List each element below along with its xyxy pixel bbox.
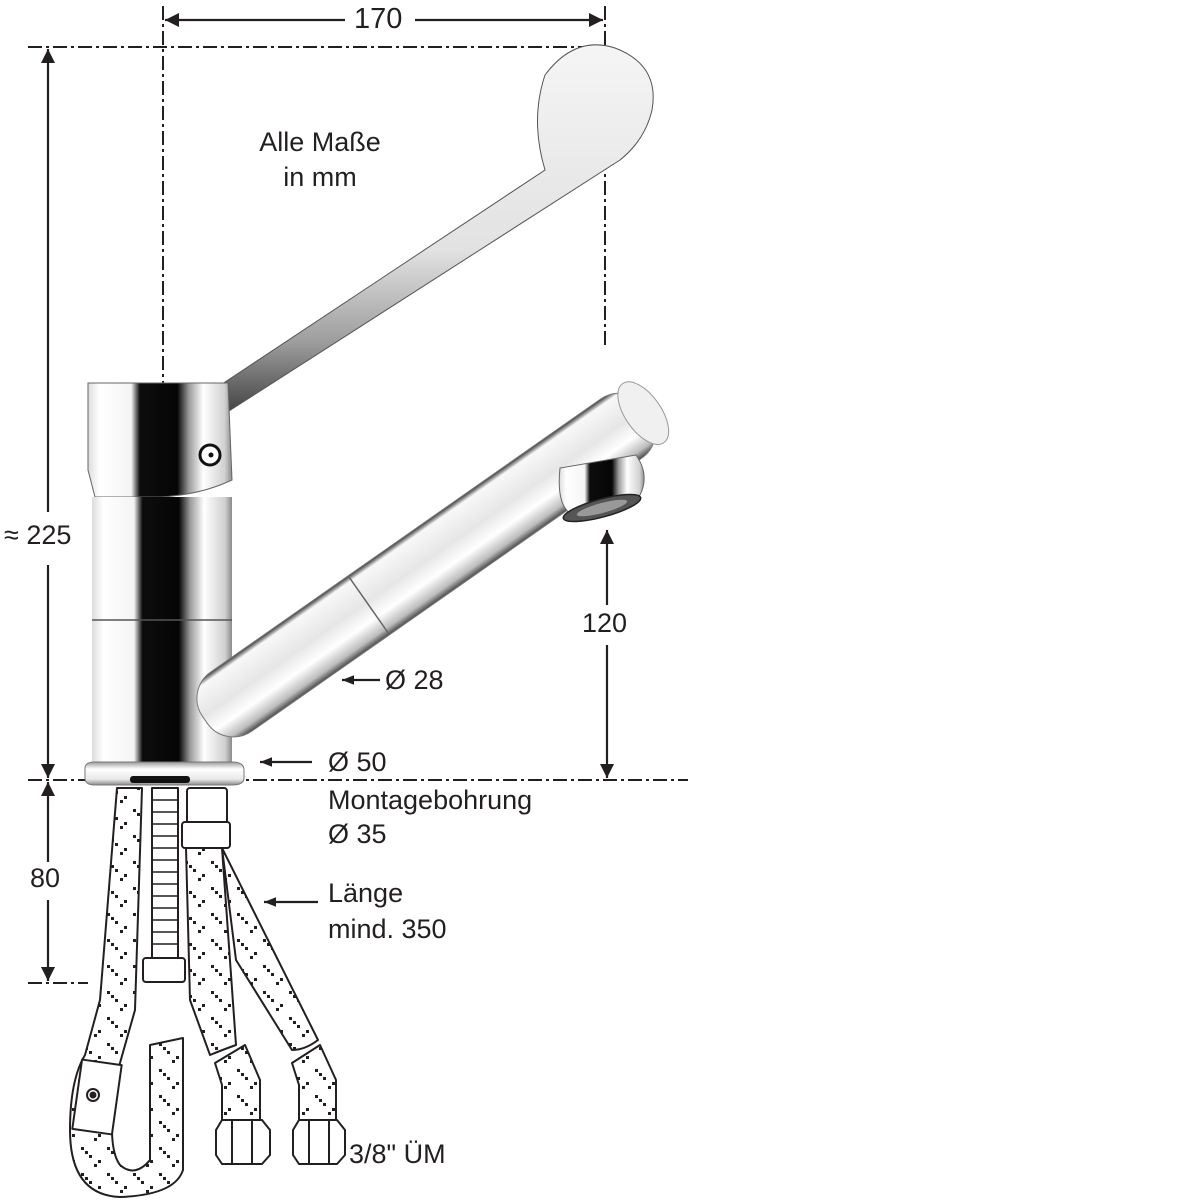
faucet-body: [84, 44, 670, 786]
shank-nut: [142, 957, 186, 983]
dimension-lever-reach: 170: [348, 4, 409, 35]
spout-end-cap: [617, 381, 670, 445]
hose-length-label: Länge: [328, 878, 404, 908]
body-upper: [92, 497, 232, 620]
units-note: Alle Maße in mm: [240, 127, 400, 193]
spout: [196, 381, 670, 738]
hex-nut-right: [292, 1119, 346, 1165]
dimension-spout-height: 120: [578, 608, 632, 639]
hose-length-value: mind. 350: [328, 914, 447, 944]
dimension-shank-length: 80: [26, 863, 65, 894]
units-note-line2: in mm: [283, 162, 357, 192]
base-ring: [84, 761, 245, 786]
connection-thread-label: 3/8" ÜM: [349, 1139, 446, 1169]
lever-housing: [87, 382, 233, 498]
right-hose: [221, 847, 319, 1051]
lever-handle: [197, 44, 654, 419]
mounting-hole-diameter: Ø 35: [328, 819, 387, 849]
middle-hose-end: [214, 1044, 261, 1121]
units-note-line1: Alle Maße: [259, 127, 381, 157]
right-hose-end: [291, 1044, 337, 1121]
dimension-total-height: ≈ 225: [2, 520, 74, 551]
connection-hoses: [69, 787, 346, 1198]
middle-hose: [185, 847, 237, 1056]
threaded-shank: [151, 787, 179, 959]
hex-nut-left: [215, 1119, 271, 1165]
aerator: [558, 454, 645, 523]
mounting-hole-label: Montagebohrung: [328, 785, 533, 815]
dimension-base-diameter: Ø 50: [328, 747, 387, 777]
dimension-spout-diameter: Ø 28: [385, 665, 444, 695]
dimension-lines: [41, 13, 614, 981]
